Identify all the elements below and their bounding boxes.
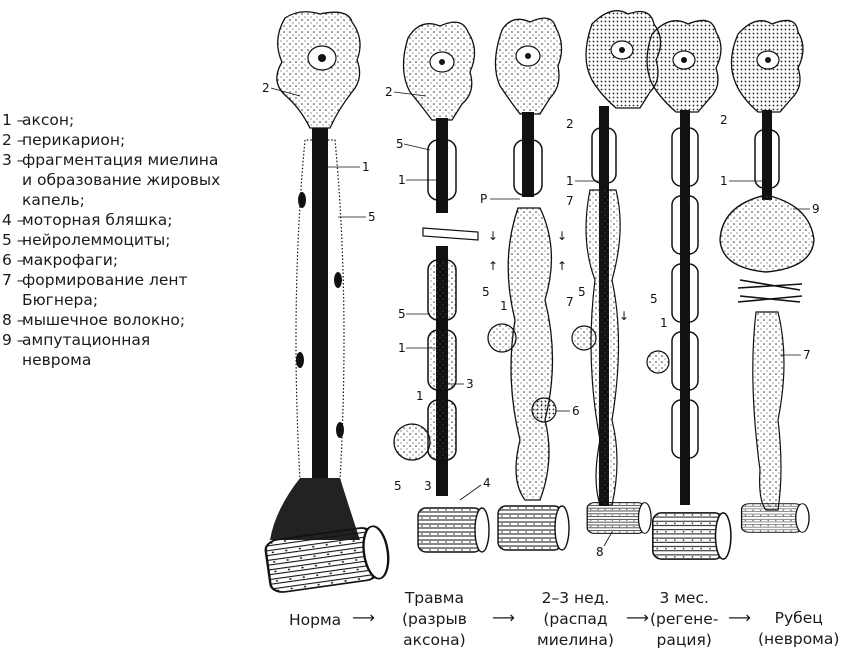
callout-label: 1 bbox=[566, 174, 574, 188]
callout-label: 2 bbox=[566, 117, 574, 131]
svg-text:↓: ↓ bbox=[557, 229, 567, 243]
stage-myelin-breakdown: 2–3 нед. (распад миелина) bbox=[537, 588, 614, 651]
callout-label: 6 bbox=[572, 404, 580, 418]
callout-label: 1 bbox=[362, 160, 370, 174]
callout-label: 7 bbox=[566, 295, 574, 309]
panel-normal bbox=[264, 12, 391, 594]
arrow-right-icon: ⟶ bbox=[728, 608, 751, 627]
callout-label: 2 bbox=[262, 81, 270, 95]
stage-neuroma: Рубец (неврома) bbox=[758, 608, 839, 650]
callout-label: 3 bbox=[466, 377, 474, 391]
callout-label: 4 bbox=[483, 476, 491, 490]
callout-label: 1 bbox=[660, 316, 668, 330]
callout-label: P bbox=[480, 192, 487, 206]
stage-regeneration: 3 мес. (регене- рация) bbox=[650, 588, 718, 651]
callout-label: 5 bbox=[368, 210, 376, 224]
arrow-right-icon: ⟶ bbox=[492, 608, 515, 627]
callout-label: 2 bbox=[720, 113, 728, 127]
svg-text:↓: ↓ bbox=[488, 229, 498, 243]
callout-label: 1 bbox=[597, 299, 605, 313]
callout-label: 1 bbox=[398, 173, 406, 187]
callout-label: 1 bbox=[398, 341, 406, 355]
callout-label: 5 bbox=[482, 285, 490, 299]
svg-text:↑: ↑ bbox=[488, 259, 498, 273]
panel-myelin-breakdown: ↓ ↓ ↑ ↑ bbox=[488, 18, 569, 550]
callout-label: 1 bbox=[720, 174, 728, 188]
svg-text:↓: ↓ bbox=[619, 309, 629, 323]
callout-label: 3 bbox=[424, 479, 432, 493]
callout-label: 5 bbox=[396, 137, 404, 151]
callout-label: 7 bbox=[803, 348, 811, 362]
callout-label: 8 bbox=[596, 545, 604, 559]
panel-neuroma bbox=[720, 20, 814, 532]
callout-label: 5 bbox=[650, 292, 658, 306]
panel-trauma bbox=[394, 22, 489, 552]
arrow-right-icon: ⟶ bbox=[352, 608, 375, 627]
stage-trauma: Травма (разрыв аксона) bbox=[402, 588, 467, 651]
callout-label: 5 bbox=[394, 479, 402, 493]
callout-label: 1 bbox=[416, 389, 424, 403]
callout-label: 9 bbox=[812, 202, 820, 216]
arrow-right-icon: ⟶ bbox=[626, 608, 649, 627]
callout-label: 2 bbox=[385, 85, 393, 99]
callout-label: 5 bbox=[398, 307, 406, 321]
callout-label: 5 bbox=[578, 285, 586, 299]
callout-label: 7 bbox=[566, 194, 574, 208]
svg-text:↑: ↑ bbox=[557, 259, 567, 273]
panel-regeneration-2 bbox=[647, 20, 731, 559]
stage-normal: Норма bbox=[289, 610, 341, 631]
callout-label: 1 bbox=[500, 299, 508, 313]
panel-regeneration: ↓ bbox=[572, 11, 661, 534]
